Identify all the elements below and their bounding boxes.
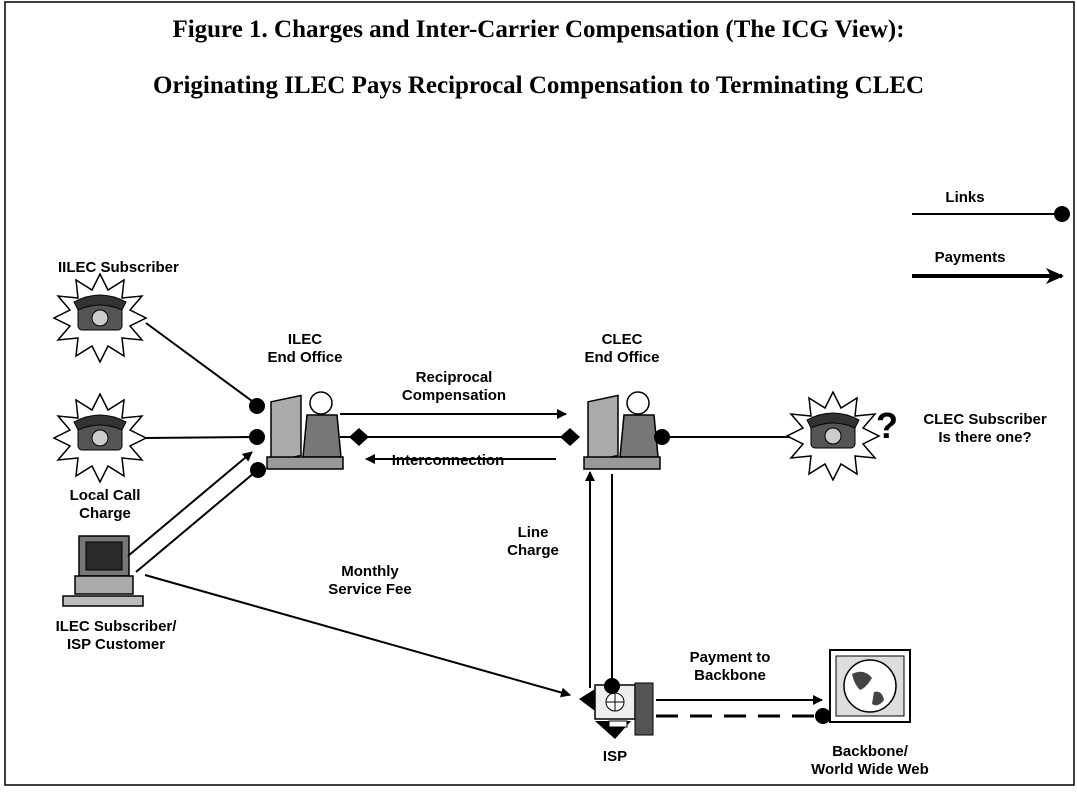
local-call-phone-icon bbox=[54, 394, 146, 482]
clec-subscriber-label: CLEC Subscriber Is there one? bbox=[910, 411, 1060, 447]
clec-end-office-icon bbox=[584, 392, 660, 469]
ilec-subscriber-label: IILEC Subscriber bbox=[58, 259, 208, 277]
ilec-end-office-label: ILEC End Office bbox=[245, 331, 365, 367]
ilec-subscriber-phone-icon bbox=[54, 274, 146, 362]
reciprocal-compensation-label: Reciprocal Compensation bbox=[384, 369, 524, 405]
interconnection-label: Interconnection bbox=[378, 452, 518, 470]
backbone-label: Backbone/ World Wide Web bbox=[800, 743, 940, 779]
monthly-service-fee-label: Monthly Service Fee bbox=[305, 563, 435, 599]
payment-to-backbone-label: Payment to Backbone bbox=[670, 649, 790, 685]
isp-customer-computer-icon bbox=[63, 536, 143, 606]
clec-subscriber-phone-icon bbox=[787, 392, 879, 480]
figure-title-line2: Originating ILEC Pays Reciprocal Compens… bbox=[0, 72, 1077, 100]
local-call-charge-label: Local Call Charge bbox=[50, 487, 160, 523]
legend-links-label: Links bbox=[905, 189, 1025, 207]
clec-end-office-label: CLEC End Office bbox=[562, 331, 682, 367]
ilec-end-office-icon bbox=[267, 392, 343, 469]
isp-label: ISP bbox=[590, 748, 640, 766]
backbone-globe-icon bbox=[830, 650, 910, 722]
isp-customer-label: ILEC Subscriber/ ISP Customer bbox=[36, 618, 196, 654]
legend-payments-label: Payments bbox=[905, 249, 1035, 267]
question-mark: ? bbox=[872, 407, 902, 445]
figure-title-line1: Figure 1. Charges and Inter-Carrier Comp… bbox=[0, 16, 1077, 44]
legend-link-dot bbox=[1054, 206, 1070, 222]
line-charge-label: Line Charge bbox=[498, 524, 568, 560]
border bbox=[5, 2, 1074, 785]
